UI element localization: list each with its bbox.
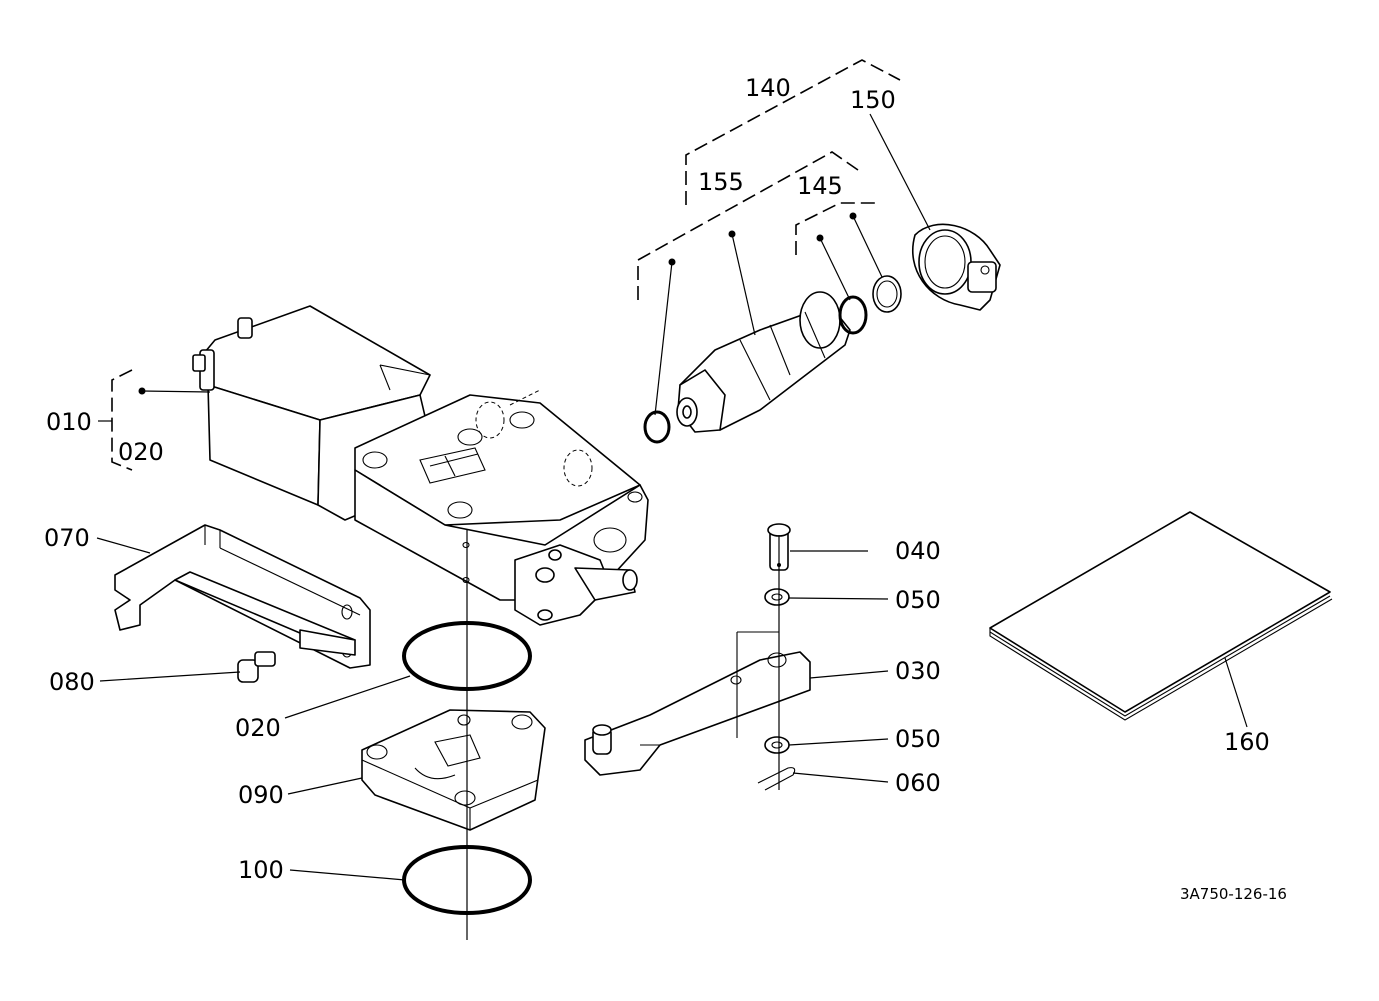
valve-body	[192, 305, 649, 626]
label-155: 155	[698, 168, 744, 196]
label-160: 160	[1224, 728, 1270, 756]
label-150: 150	[850, 86, 896, 114]
group-bracket-145	[795, 202, 877, 255]
label-040: 040	[895, 537, 941, 565]
cover-plate	[361, 709, 546, 831]
group-bracket-140	[685, 59, 901, 205]
label-020-bottom: 020	[235, 714, 281, 742]
label-030: 030	[895, 657, 941, 685]
label-010: 010	[46, 408, 92, 436]
cotter-pin	[757, 767, 796, 791]
washer-hole	[771, 593, 783, 601]
label-050-bottom: 050	[895, 725, 941, 753]
callout-labels: 010 020 070 080 020 090 100 140 150 155 …	[44, 74, 1287, 903]
lever-arm	[584, 651, 811, 776]
drawing-code: 3A750-126-16	[1180, 885, 1287, 903]
washer	[764, 588, 790, 606]
label-145: 145	[797, 172, 843, 200]
screw	[237, 651, 276, 683]
manual-booklet	[989, 511, 1333, 721]
backup-ring	[876, 280, 898, 308]
label-100: 100	[238, 856, 284, 884]
label-020-top: 020	[118, 438, 164, 466]
o-ring-seal	[838, 295, 868, 335]
label-070: 070	[44, 524, 90, 552]
leader-lines	[96, 113, 1248, 881]
clamp	[912, 223, 1001, 311]
o-ring-seal	[643, 410, 671, 444]
label-140: 140	[745, 74, 791, 102]
washer-hole	[771, 741, 783, 749]
solenoid-cartridge	[676, 291, 851, 433]
mounting-bracket	[114, 524, 371, 669]
group-bracket-155	[637, 151, 859, 300]
washer	[764, 736, 790, 754]
label-050-top: 050	[895, 586, 941, 614]
label-090: 090	[238, 781, 284, 809]
label-060: 060	[895, 769, 941, 797]
label-080: 080	[49, 668, 95, 696]
